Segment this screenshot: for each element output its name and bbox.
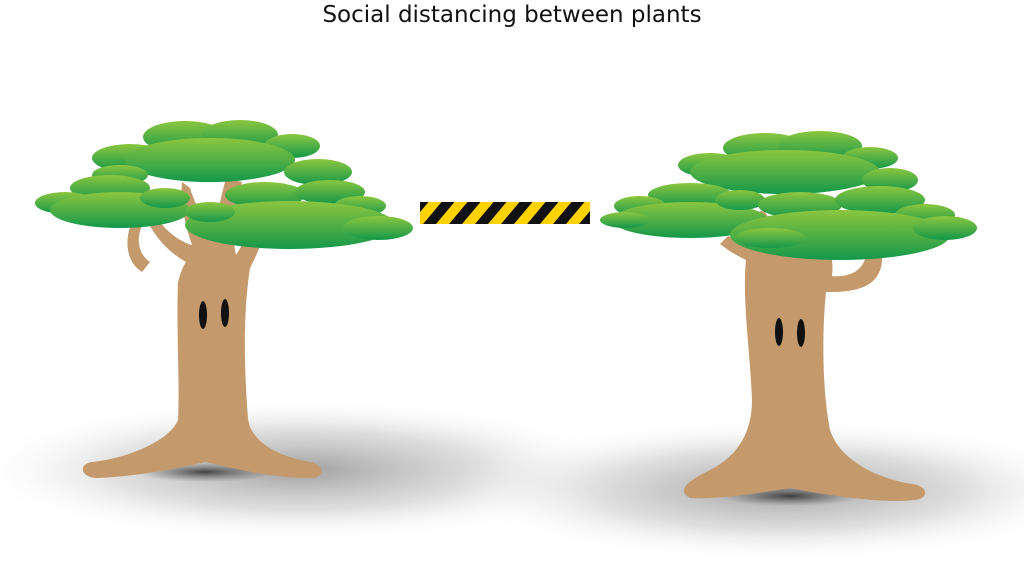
right-tree-eye-right <box>797 319 805 347</box>
left-tree-foliage <box>35 120 413 249</box>
right-tree-eye-left <box>775 318 783 346</box>
right-tree-foliage <box>600 131 977 260</box>
illustration-title: Social distancing between plants <box>322 2 702 28</box>
caution-tape <box>420 202 590 224</box>
right-tree <box>600 131 977 501</box>
right-tree-trunk <box>683 205 926 501</box>
left-tree-eye-right <box>221 299 229 327</box>
left-tree-eye-left <box>199 301 207 329</box>
left-tree <box>35 120 413 478</box>
